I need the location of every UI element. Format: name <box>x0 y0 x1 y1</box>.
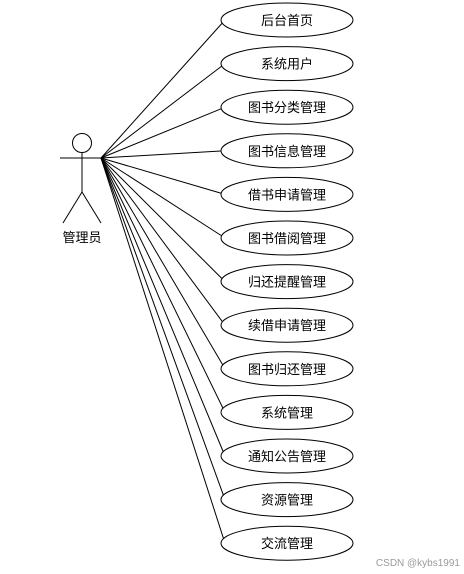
use-case-oval <box>220 525 354 561</box>
association-line <box>100 157 226 370</box>
association-line <box>100 157 226 239</box>
use-case-label: 资源管理 <box>261 494 313 509</box>
use-case-oval <box>220 89 354 125</box>
use-case-label: 图书归还管理 <box>248 363 326 378</box>
use-case-label: 续借申请管理 <box>248 319 326 334</box>
use-case: 图书借阅管理 <box>220 220 354 256</box>
use-case: 通知公告管理 <box>220 438 354 474</box>
association-line <box>100 150 226 159</box>
use-case-oval <box>220 264 354 300</box>
use-case: 后台首页 <box>220 2 354 38</box>
actor-right-leg <box>81 191 102 224</box>
use-case: 续借申请管理 <box>220 307 354 343</box>
actor-figure: 管理员 <box>60 133 102 246</box>
use-case: 交流管理 <box>220 525 354 561</box>
use-case-oval <box>220 438 354 474</box>
use-case-label: 归还提醒管理 <box>248 275 326 291</box>
use-case-label: 系统用户 <box>261 57 313 73</box>
use-case: 图书归还管理 <box>220 351 354 387</box>
use-case-label: 通知公告管理 <box>248 449 326 465</box>
association-line <box>100 157 226 500</box>
actor-head <box>72 133 92 153</box>
use-case-label: 图书分类管理 <box>248 101 326 116</box>
use-case: 系统管理 <box>220 394 354 430</box>
use-case: 归还提醒管理 <box>220 264 354 300</box>
use-case-label: 交流管理 <box>261 536 313 552</box>
association-line <box>100 157 226 413</box>
use-case: 资源管理 <box>220 482 354 518</box>
use-case-oval <box>220 133 354 169</box>
use-case: 图书信息管理 <box>220 133 354 169</box>
actor-label: 管理员 <box>62 231 101 246</box>
use-case-oval <box>220 46 354 82</box>
association-line <box>100 157 226 282</box>
use-case-oval <box>220 220 354 256</box>
use-case-label: 图书借阅管理 <box>248 232 326 247</box>
use-case-oval <box>220 351 354 387</box>
use-case-oval <box>220 307 354 343</box>
use-case-label: 图书信息管理 <box>248 144 326 160</box>
use-case: 图书分类管理 <box>220 89 354 125</box>
association-lines <box>100 19 226 544</box>
watermark: CSDN @kybs1991 <box>376 558 461 569</box>
association-line <box>100 106 226 159</box>
use-case-oval <box>220 482 354 518</box>
association-line <box>100 157 226 457</box>
use-case-oval <box>220 176 354 212</box>
use-cases: 后台首页系统用户图书分类管理图书信息管理借书申请管理图书借阅管理归还提醒管理续借… <box>220 2 354 561</box>
association-line <box>100 157 226 326</box>
use-case-oval <box>220 2 354 38</box>
use-case-label: 后台首页 <box>261 14 313 29</box>
use-case-label: 借书申请管理 <box>248 188 326 203</box>
use-case-label: 系统管理 <box>261 406 313 421</box>
association-line <box>100 63 226 159</box>
association-line <box>100 157 226 195</box>
association-line <box>100 157 226 544</box>
actor-left-leg <box>62 191 83 224</box>
association-line <box>100 19 226 159</box>
use-case: 系统用户 <box>220 46 354 82</box>
use-case-oval <box>220 394 354 430</box>
use-case: 借书申请管理 <box>220 176 354 212</box>
